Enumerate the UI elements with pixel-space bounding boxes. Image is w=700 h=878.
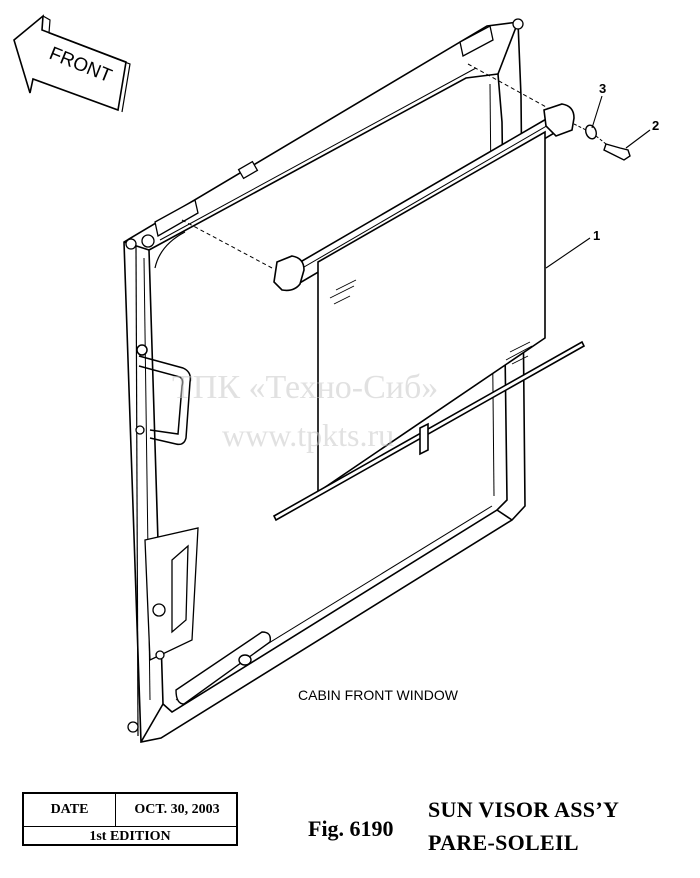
fasteners (573, 123, 631, 161)
callout-leaders (545, 95, 651, 269)
info-box-date-row: DATE OCT. 30, 2003 (24, 794, 236, 827)
front-arrow: FRONT (13, 14, 131, 113)
washer-part-3 (585, 124, 597, 140)
watermark-company: ТПК «Техно-Сиб» (172, 369, 438, 406)
figure-number: Fig. 6190 (308, 816, 394, 841)
callout-part-3: 3 (599, 81, 606, 96)
grab-handle (136, 344, 192, 446)
figure-title-fr: PARE-SOLEIL (428, 830, 579, 855)
bolt-part-2 (603, 143, 631, 161)
figure-title-en: SUN VISOR ASS’Y (428, 797, 620, 822)
edition-label: 1st EDITION (89, 828, 171, 844)
watermark-url: www.tpkts.ru (222, 417, 394, 453)
date-label: DATE (24, 794, 116, 826)
date-value: OCT. 30, 2003 (134, 802, 220, 817)
sun-visor-assembly (272, 103, 586, 522)
frame-brackets (125, 18, 524, 733)
heater-duct (175, 631, 272, 705)
diagram-caption: CABIN FRONT WINDOW (298, 687, 458, 703)
callout-part-1: 1 (593, 228, 600, 243)
callout-part-2: 2 (652, 118, 659, 133)
info-box: DATE OCT. 30, 2003 1st EDITION (22, 792, 238, 846)
leader-dashes (181, 63, 549, 269)
